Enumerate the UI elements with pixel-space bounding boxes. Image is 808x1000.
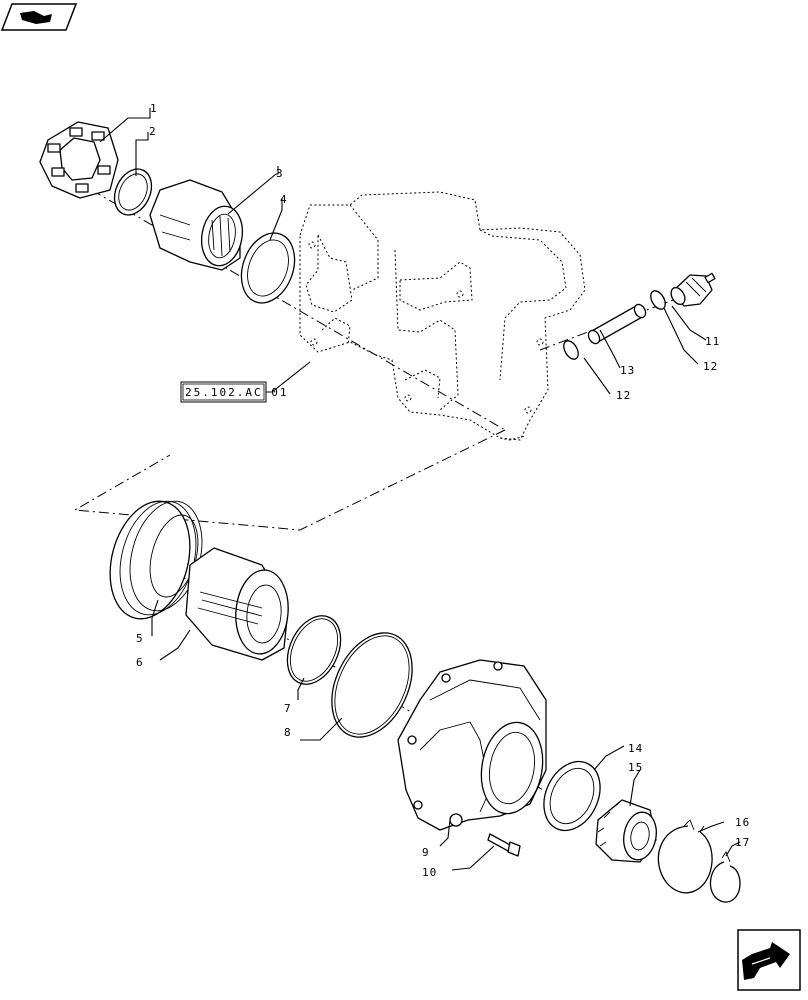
label-2: 2	[149, 125, 157, 138]
label-4: 4	[280, 193, 288, 206]
phantom-housing	[299, 191, 586, 441]
part-2-snap-ring	[113, 168, 153, 216]
part-labels: 1 2 3 4 5 6 7 8 9 10 11 12 12 13 14 15 1…	[136, 102, 750, 879]
label-5: 5	[136, 632, 144, 645]
part-13-plunger-pin	[587, 303, 647, 345]
part-17-small-circlip	[709, 851, 741, 903]
book-page-icon[interactable]	[0, 3, 78, 31]
part-8-o-ring	[331, 632, 413, 738]
label-17: 17	[735, 836, 750, 849]
leader-lines	[99, 108, 741, 871]
label-12-left: 12	[616, 389, 631, 402]
label-7: 7	[284, 702, 292, 715]
reference-box[interactable]: 25.102.AC 01	[180, 381, 288, 403]
part-11-sensor	[670, 272, 716, 307]
part-16-circlip	[657, 819, 713, 894]
label-1: 1	[150, 102, 158, 115]
part-12-o-ring-right	[650, 290, 666, 310]
part-12-o-ring-left	[563, 340, 579, 360]
label-11: 11	[705, 335, 720, 348]
label-6: 6	[136, 656, 144, 669]
label-14: 14	[628, 742, 643, 755]
label-16: 16	[735, 816, 750, 829]
part-10-bolt	[487, 833, 521, 857]
label-3: 3	[276, 167, 284, 180]
part-15-splined-gear	[595, 799, 657, 863]
part-3-splined-sleeve	[149, 179, 244, 271]
next-page-arrow-icon[interactable]	[737, 929, 801, 991]
part-14-washer	[543, 760, 601, 832]
label-13: 13	[620, 364, 635, 377]
label-15: 15	[628, 761, 643, 774]
part-6-piston	[185, 547, 289, 661]
part-1-castellated-coupler	[39, 121, 119, 199]
part-9-cover-housing	[397, 659, 547, 831]
label-10: 10	[422, 866, 437, 879]
label-9: 9	[422, 846, 430, 859]
part-7-o-ring	[286, 615, 342, 685]
label-8: 8	[284, 726, 292, 739]
part-4-thrust-washer	[240, 232, 296, 304]
label-12-right: 12	[703, 360, 718, 373]
reference-label: 25.102.AC 01	[185, 386, 288, 399]
